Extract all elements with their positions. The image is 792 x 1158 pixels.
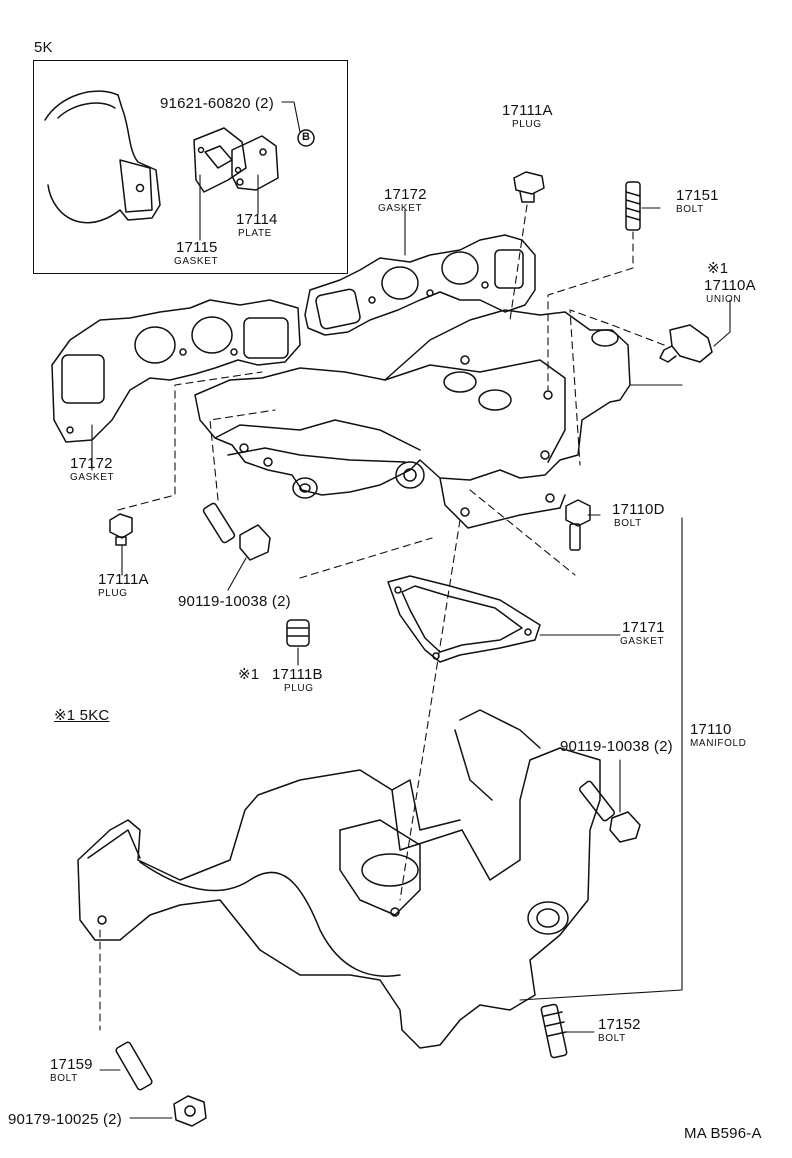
manifold-17110-name: MANIFOLD (690, 738, 747, 749)
bolt-mid-callout: 90119-10038 (2) (178, 593, 291, 610)
plug-17111b-mark: ※1 (238, 666, 260, 683)
plug-17111b-number: 17111B (272, 666, 323, 683)
gasket-17171 (387, 575, 541, 663)
plug-17111b-name: PLUG (284, 683, 314, 694)
inset-5k-box (33, 60, 348, 274)
manifold-17110-number: 17110 (690, 721, 732, 738)
gasket-17172-left (51, 299, 301, 443)
gasket-17171-number: 17171 (622, 619, 665, 636)
plate-17114-number: 17114 (236, 211, 278, 228)
bolt-17151-name: BOLT (676, 204, 704, 215)
bolt-90119-right (579, 780, 641, 843)
inset-leaders (199, 101, 301, 241)
gasket-17172-top-name: GASKET (378, 203, 423, 214)
intake-manifold-upper (194, 309, 631, 529)
union-17110a (659, 324, 713, 363)
bolt-17159-number: 17159 (50, 1056, 93, 1073)
bolt-17110d-number: 17110D (612, 501, 665, 518)
alignment-dashed-lines (99, 204, 665, 1031)
stud-bolt-17159 (115, 1041, 153, 1091)
bolt-17152-name: BOLT (598, 1033, 626, 1044)
union-17110a-number: 17110A (704, 277, 756, 294)
union-17110a-name: UNION (706, 294, 742, 305)
inset-bolt-callout: 91621-60820 (2) (160, 95, 274, 112)
plug-17111b (286, 619, 310, 647)
gasket-17172-left-name: GASKET (70, 472, 115, 483)
plug-17111a-top (513, 171, 545, 203)
union-mark: ※1 (707, 260, 729, 277)
stud-bolt-17151 (625, 181, 641, 231)
intake-manifold-lower (77, 709, 601, 1049)
diagram-code: MA B596-A (684, 1125, 762, 1142)
bolt-symbol-circle (297, 129, 315, 147)
bolt-17110d (565, 499, 591, 551)
stud-bolt-17152 (540, 1003, 568, 1059)
gasket-17172-left-number: 17172 (70, 455, 113, 472)
plate-17114-name: PLATE (238, 228, 272, 239)
bolt-17152-number: 17152 (598, 1016, 641, 1033)
gasket-17115-number: 17115 (176, 239, 218, 256)
gasket-17172-top-number: 17172 (384, 186, 427, 203)
nut-90179 (173, 1095, 207, 1127)
inset-model-label: 5K (34, 39, 53, 56)
plug-17111a-left-number: 17111A (98, 571, 149, 588)
bolt-17159-name: BOLT (50, 1073, 78, 1084)
inset-manifold-fragment (44, 90, 161, 224)
gasket-17171-name: GASKET (620, 636, 665, 647)
nut-callout: 90179-10025 (2) (8, 1111, 122, 1128)
bolt-90119-mid (202, 502, 271, 561)
inset-plate-17114 (231, 135, 279, 191)
bolt-right-callout: 90119-10038 (2) (560, 738, 673, 755)
bolt-17110d-name: BOLT (614, 518, 642, 529)
gasket-17115-name: GASKET (174, 256, 219, 267)
bolt-17151-number: 17151 (676, 187, 719, 204)
gasket-17172-top (304, 234, 536, 336)
plug-17111a-top-name: PLUG (512, 119, 542, 130)
plug-17111a-top-number: 17111A (502, 102, 553, 119)
variant-note: ※1 5KC (54, 707, 110, 724)
plug-17111a-left-name: PLUG (98, 588, 128, 599)
plug-17111a-left (109, 513, 133, 546)
bolt-symbol: B (302, 131, 310, 143)
leader-lines (91, 207, 731, 1119)
